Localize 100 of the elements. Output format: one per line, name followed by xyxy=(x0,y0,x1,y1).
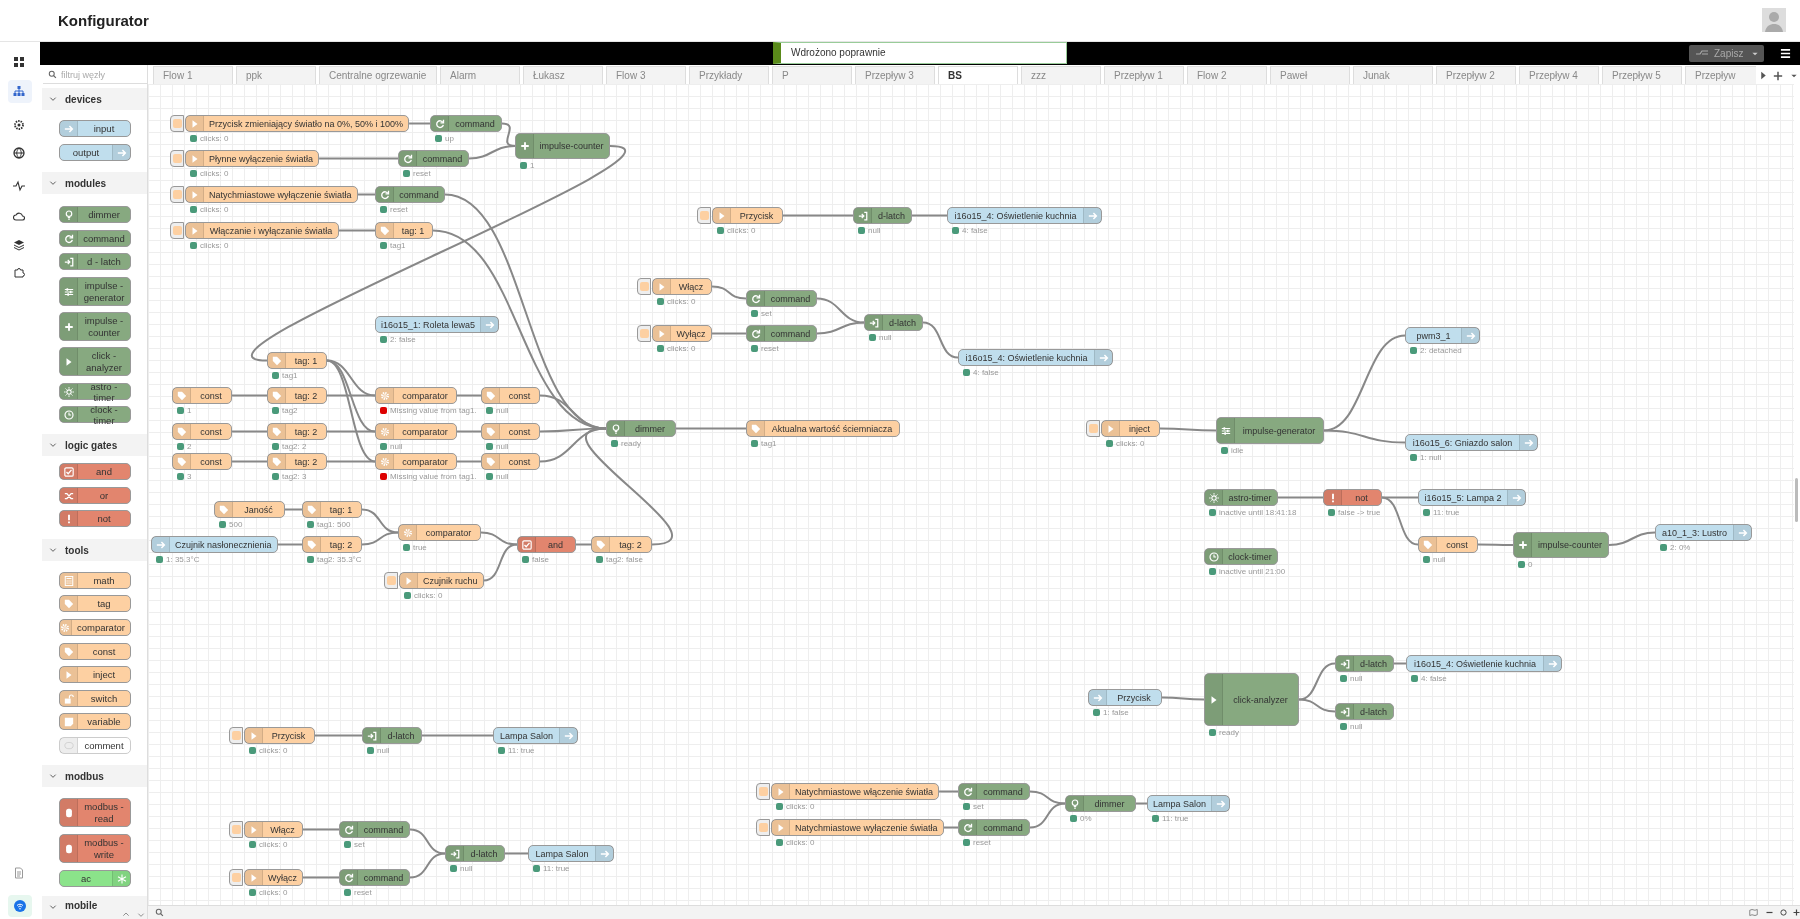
flow-node xyxy=(947,207,1102,224)
status-label: ready xyxy=(1209,728,1239,737)
status-label: null xyxy=(486,406,509,415)
status-label: true xyxy=(403,543,427,552)
save-button: Zapisz xyxy=(1689,45,1764,62)
status-label: null xyxy=(858,226,881,235)
flow-node xyxy=(375,186,445,203)
node-label: impulse-generator xyxy=(1241,425,1317,436)
node-label: d-latch xyxy=(1359,706,1388,717)
node-label: command xyxy=(421,153,464,164)
flow-node xyxy=(172,453,232,470)
node-label: tag: 2 xyxy=(293,426,319,437)
node-label: command xyxy=(398,189,440,200)
flow-node xyxy=(958,783,1030,800)
flow-node xyxy=(399,572,484,589)
status-label: null xyxy=(486,472,509,481)
node-label: const xyxy=(507,426,532,437)
status-label: tag2: 3 xyxy=(272,472,307,481)
node-label: Janość xyxy=(243,504,274,515)
node-label: Aktualna wartość ściemniacza xyxy=(770,423,894,434)
flow-node xyxy=(591,536,652,553)
flow-node xyxy=(1216,417,1324,444)
wire xyxy=(456,430,482,433)
category-title: modules xyxy=(65,177,107,189)
node-label: tag: 2 xyxy=(618,539,643,550)
status-label: Missing value from tag1. xyxy=(380,406,477,415)
flow-node xyxy=(771,819,944,836)
node-label: Czujnik nasłonecznienia xyxy=(174,539,273,550)
category-title: mobile xyxy=(65,900,98,911)
status-label: null xyxy=(1340,674,1363,683)
palette-node xyxy=(59,643,131,660)
wire xyxy=(1161,696,1205,701)
node-label: d - latch xyxy=(86,256,122,267)
node-label: const xyxy=(91,646,117,657)
wire xyxy=(361,531,399,546)
node-label: const xyxy=(507,456,532,467)
wire xyxy=(1323,334,1406,432)
flow-node xyxy=(1323,489,1382,506)
flow-node xyxy=(746,290,817,307)
node-label: Wyłącz xyxy=(675,328,707,339)
status-label: clicks: 0 xyxy=(657,297,696,306)
node-label: not xyxy=(1354,492,1369,503)
wire xyxy=(711,285,747,300)
status-label: tag2: 2 xyxy=(272,442,307,451)
wire xyxy=(816,321,865,335)
flow-node xyxy=(481,453,540,470)
status-label: 2: 0% xyxy=(1660,543,1691,552)
status-label: null xyxy=(367,746,390,755)
wire xyxy=(942,826,959,829)
wire xyxy=(409,852,446,879)
status-label: clicks: 0 xyxy=(657,344,696,353)
flow-node xyxy=(375,423,457,440)
flow-node xyxy=(375,316,500,333)
node-label: dimmer xyxy=(87,209,121,220)
wire xyxy=(504,852,529,855)
wire xyxy=(1323,429,1406,444)
status-label: 1: 35.3°C xyxy=(156,555,200,564)
status-label: null xyxy=(1423,555,1446,564)
node-label: clock-timer xyxy=(1227,551,1273,562)
flow-node xyxy=(398,524,481,541)
wire xyxy=(575,543,592,546)
node-label: tag: 2 xyxy=(293,390,319,401)
wire xyxy=(338,229,376,232)
node-label: Lampa Salon xyxy=(534,848,590,859)
flow-node xyxy=(267,423,327,440)
flow-node xyxy=(606,420,676,437)
node-label: comparator xyxy=(401,426,449,437)
status-label: tag2: 35.3°C xyxy=(307,555,362,564)
wire xyxy=(409,828,446,855)
status-label: 4: false xyxy=(963,368,999,377)
flow-node xyxy=(1065,795,1136,812)
status-label: reset xyxy=(403,169,431,178)
palette-node xyxy=(59,120,131,137)
status-label: 11: true xyxy=(498,746,535,755)
wire xyxy=(1477,543,1514,546)
status-label: 2: false xyxy=(380,335,416,344)
node-label: Czujnik ruchu xyxy=(422,575,479,586)
palette-node xyxy=(59,206,131,223)
flow-node xyxy=(746,325,817,342)
status-label: clicks: 0 xyxy=(249,888,288,897)
flow-node xyxy=(302,501,362,518)
node-label: const xyxy=(199,390,223,401)
status-label: 2: detached xyxy=(1410,346,1462,355)
wire xyxy=(468,145,516,160)
status-label: inactive until 18:41:18 xyxy=(1209,508,1297,517)
wire xyxy=(231,394,268,397)
palette-node xyxy=(59,595,131,612)
flow-node xyxy=(267,453,327,470)
node-label: inject xyxy=(91,669,117,680)
node-label: Włączanie i wyłączanie światła xyxy=(208,225,334,236)
status-label: null xyxy=(486,442,509,451)
node-label: dimmer xyxy=(634,423,666,434)
flow-node xyxy=(652,325,712,342)
node-label: command xyxy=(769,293,812,304)
status-label: set xyxy=(963,802,984,811)
flow-node xyxy=(1204,673,1299,726)
status-label: clicks: 0 xyxy=(190,134,229,143)
node-label: a10_1_3: Lustro xyxy=(1660,527,1729,538)
wire xyxy=(1029,790,1066,805)
wire xyxy=(938,790,959,793)
